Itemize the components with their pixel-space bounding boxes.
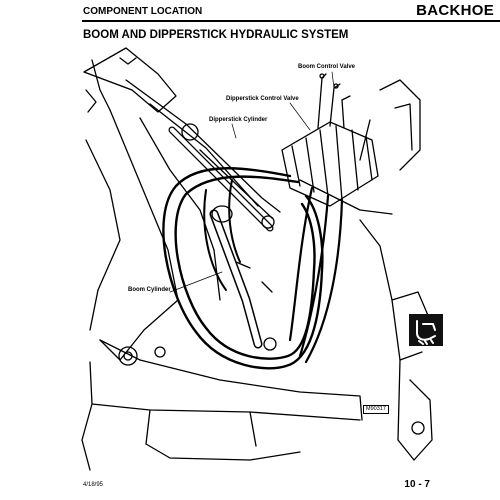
figure-reference-number: M90317 [363,405,389,414]
callout-dipperstick-cylinder: Dipperstick Cylinder [209,117,268,123]
callout-boom-control-valve: Boom Control Valve [298,64,356,70]
section-heading: COMPONENT LOCATION [83,6,203,17]
callout-boom-cylinder: Boom Cylinder [128,287,171,293]
page-number: 10 - 7 [404,479,430,490]
backhoe-bucket-icon [416,320,436,345]
page-title: BOOM AND DIPPERSTICK HYDRAULIC SYSTEM [83,29,349,41]
section-tab [409,314,443,346]
header-rule [82,20,500,22]
chapter-heading: BACKHOE [416,2,494,19]
callout-dipperstick-control-valve: Dipperstick Control Valve [226,96,299,102]
footer-date: 4/18/95 [83,482,104,488]
